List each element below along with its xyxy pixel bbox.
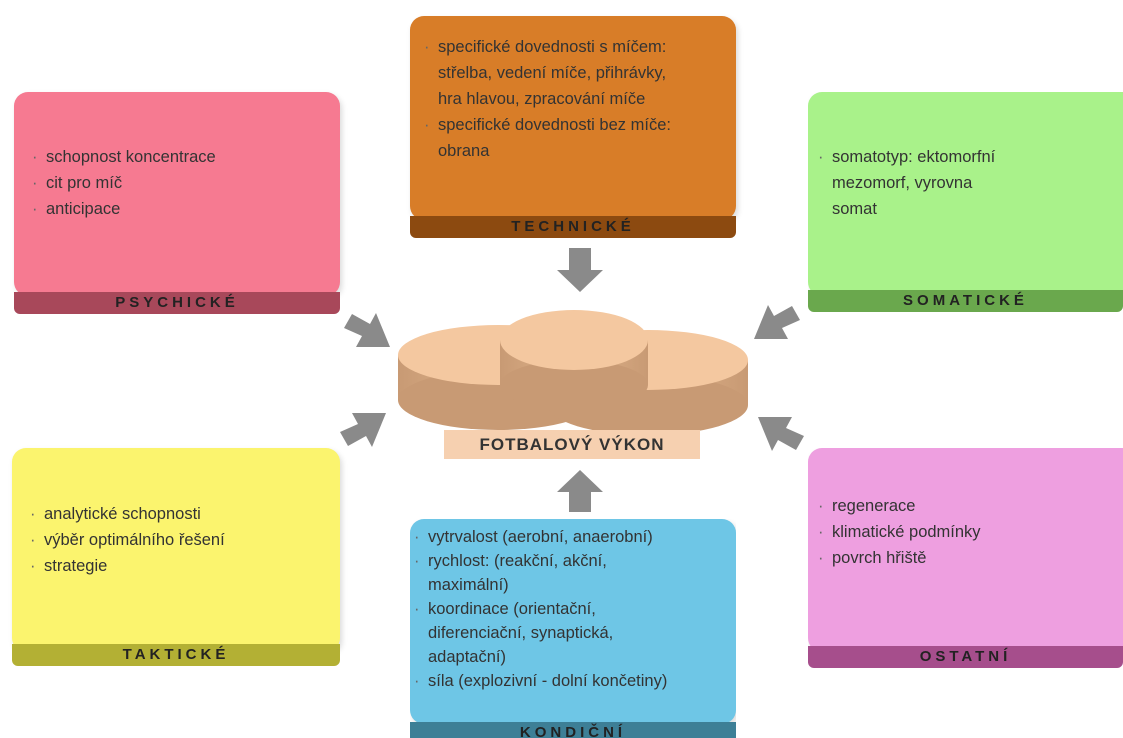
list-item: anticipace [32,196,216,222]
item-list: regenerace klimatické podmínky povrch hř… [818,493,981,571]
box-title: TAKTICKÉ [12,644,340,666]
list-item: koordinace (orientační, [414,597,667,621]
box-title: PSYCHICKÉ [14,292,340,314]
list-item: klimatické podmínky [818,519,981,545]
list-item: somat [832,200,877,218]
list-item: regenerace [818,493,981,519]
list-item: adaptační) [428,648,506,666]
box-title: SOMATICKÉ [808,290,1123,312]
arrow-up-right-icon [340,413,386,447]
box-other: OSTATNÍ regenerace klimatické podmínky p… [808,448,1123,670]
football-performance-label: FOTBALOVÝ VÝKON [444,430,700,459]
arrow-up-left-icon [758,417,804,451]
item-list: specifické dovednosti s míčem: střelba, … [424,34,671,164]
box-psychic: PSYCHICKÉ schopnost koncentrace cit pro … [14,92,340,314]
box-technical: TECHNICKÉ specifické dovednosti s míčem:… [410,16,736,238]
list-item: analytické schopnosti [30,501,225,527]
list-item: specifické dovednosti bez míče: [424,112,671,138]
list-item: cit pro míč [32,170,216,196]
box-tactical: TAKTICKÉ analytické schopnosti výběr opt… [12,448,340,670]
box-title: OSTATNÍ [808,646,1123,668]
box-somatic: SOMATICKÉ somatotyp: ektomorfní mezomorf… [808,92,1123,314]
box-condition: KONDIČNÍ vytrvalost (aerobní, anaerobní)… [410,519,736,738]
box-title: KONDIČNÍ [410,722,736,738]
list-item: mezomorf, vyrovna [832,174,973,192]
arrow-down-right-icon [344,313,390,347]
list-item: strategie [30,553,225,579]
list-item: somatotyp: ektomorfní [818,144,995,170]
list-item: povrch hřiště [818,545,981,571]
item-list: schopnost koncentrace cit pro míč antici… [32,144,216,222]
list-item: síla (explozivní - dolní končetiny) [414,669,667,693]
list-item: střelba, vedení míče, přihrávky, [438,64,667,82]
box-title: TECHNICKÉ [410,216,736,238]
list-item: výběr optimálního řešení [30,527,225,553]
disc-center [500,310,648,410]
list-item: hra hlavou, zpracování míče [438,90,646,108]
arrow-down-icon [557,248,603,292]
list-item: specifické dovednosti s míčem: [424,34,671,60]
arrow-down-left-icon [754,305,800,339]
arrow-up-icon [557,470,603,512]
list-item: vytrvalost (aerobní, anaerobní) [414,525,667,549]
item-list: analytické schopnosti výběr optimálního … [30,501,225,579]
list-item: schopnost koncentrace [32,144,216,170]
list-item: obrana [438,142,490,160]
list-item: maximální) [428,576,509,594]
list-item: diferenciační, synaptická, [428,624,614,642]
list-item: rychlost: (reakční, akční, [414,549,667,573]
item-list: somatotyp: ektomorfní mezomorf, vyrovna … [818,144,995,222]
item-list: vytrvalost (aerobní, anaerobní) rychlost… [414,525,667,693]
box-panel [808,92,1123,296]
